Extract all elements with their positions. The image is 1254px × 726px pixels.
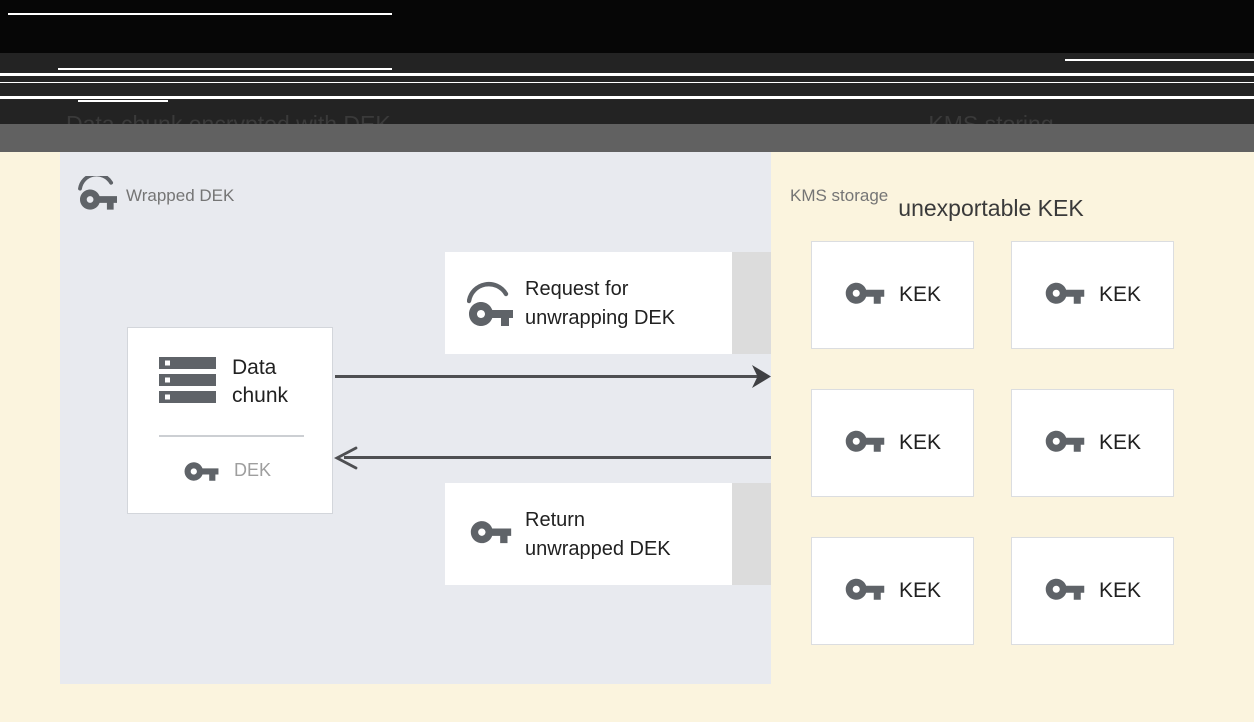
request-box-line1: Request for <box>525 278 629 300</box>
kek-box: KEK <box>811 389 974 497</box>
glitch-line <box>8 13 392 15</box>
glitch-line <box>0 96 1254 99</box>
glitch-line <box>0 73 1254 76</box>
request-box-tail <box>732 252 771 354</box>
kek-label: KEK <box>898 579 942 602</box>
request-box-line2: unwrapping DEK <box>525 307 676 329</box>
header-band <box>0 53 1254 124</box>
return-unwrap-box: Return unwrapped DEK <box>445 483 732 585</box>
arrow-right-head <box>752 365 771 388</box>
kms-storage-title: KMS storage <box>790 186 889 205</box>
kek-box: KEK <box>811 537 974 645</box>
key-icon <box>1045 282 1085 304</box>
kek-label: KEK <box>898 283 942 306</box>
glitch-line <box>1065 59 1254 61</box>
kek-box: KEK <box>811 241 974 349</box>
kek-label: KEK <box>898 431 942 454</box>
divider <box>159 435 304 437</box>
kek-box: KEK <box>1011 389 1174 497</box>
data-chunk-label-line1: Data <box>232 356 277 379</box>
return-box-line2: unwrapped DEK <box>525 538 671 560</box>
bottom-edge <box>0 722 1254 726</box>
request-arrow-line <box>335 375 758 378</box>
return-arrow-line <box>344 456 771 459</box>
header-caption-right-line2: unexportable KEK <box>898 195 1084 221</box>
kek-label: KEK <box>1098 579 1142 602</box>
kek-box: KEK <box>1011 241 1174 349</box>
return-box-line1: Return <box>525 509 586 531</box>
data-chunk-stack-icon <box>159 357 216 403</box>
request-unwrap-box: Request for unwrapping DEK <box>445 252 732 354</box>
header-bar <box>0 0 1254 53</box>
header-gray-strip <box>0 124 1254 152</box>
data-chunk-box: Data chunk DEK <box>127 327 333 514</box>
kek-box: KEK <box>1011 537 1174 645</box>
key-icon <box>470 521 512 544</box>
key-icon <box>1045 430 1085 452</box>
return-box-tail <box>732 483 771 585</box>
dek-label: DEK <box>234 460 272 480</box>
key-icon <box>845 578 885 600</box>
key-icon <box>845 430 885 452</box>
arrow-left-head <box>333 446 358 470</box>
kek-label: KEK <box>1098 283 1142 306</box>
kek-label: KEK <box>1098 431 1142 454</box>
wrapped-dek-title: Wrapped DEK <box>126 186 235 205</box>
glitch-line <box>58 68 392 70</box>
key-icon <box>184 462 219 481</box>
glitch-line <box>78 100 168 102</box>
key-icon <box>845 282 885 304</box>
key-icon <box>1045 578 1085 600</box>
data-chunk-label-line2: chunk <box>232 384 289 407</box>
wrapped-key-icon <box>467 281 513 326</box>
glitch-line <box>0 82 1254 83</box>
wrapped-key-icon <box>78 176 117 210</box>
